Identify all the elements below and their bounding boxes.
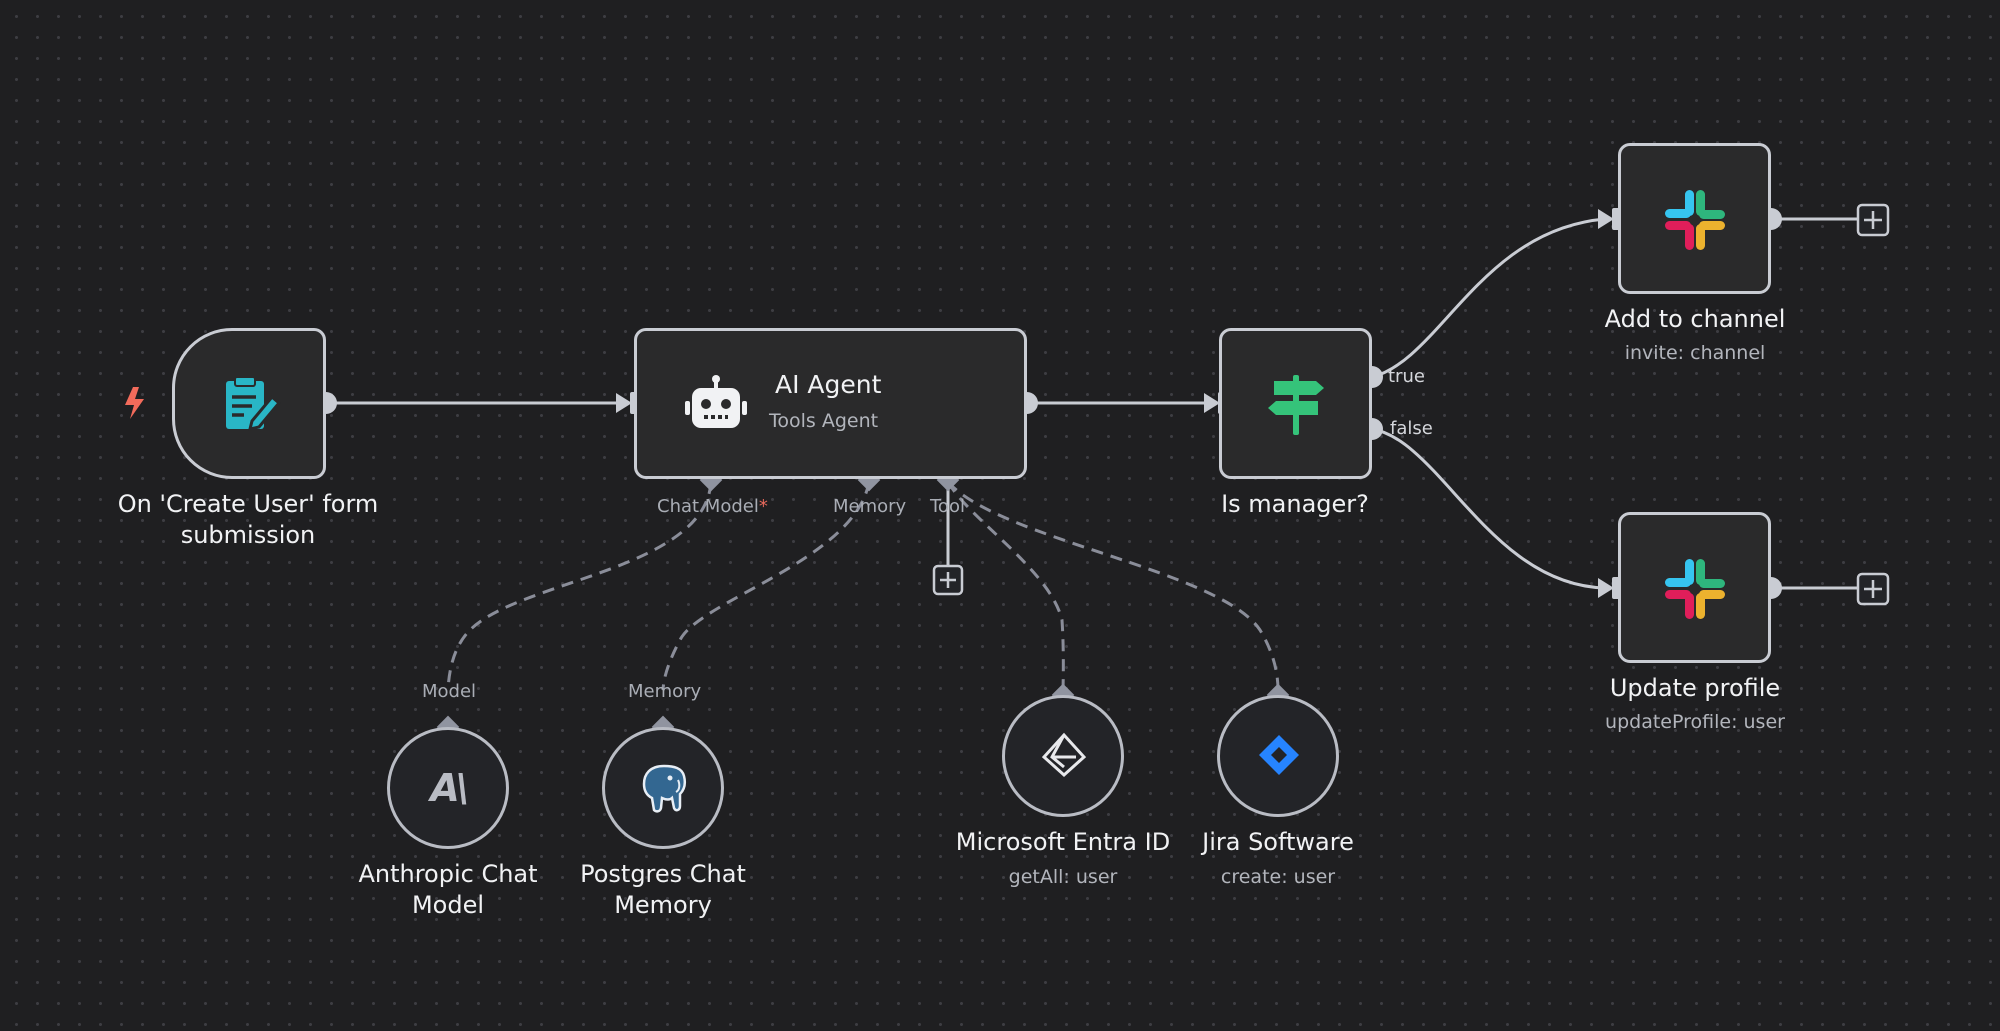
connection-true-add-channel[interactable] — [1371, 217, 1606, 379]
node-title-ai-agent: AI Agent — [775, 370, 882, 399]
anthropic-icon: A\ — [430, 766, 469, 810]
arrow-head — [1598, 578, 1614, 598]
add-node-button-channel[interactable] — [1856, 203, 1890, 237]
node-subtitle-jira: create: user — [1220, 866, 1336, 888]
port-label-memory: Memory — [833, 496, 907, 517]
label-line: Anthropic Chat — [358, 860, 538, 888]
robot-icon — [685, 375, 747, 428]
node-add-to-channel[interactable] — [1618, 143, 1771, 294]
postgres-elephant-icon — [642, 764, 687, 813]
label-line: Memory — [614, 891, 712, 919]
arrow-head — [1598, 209, 1614, 229]
node-label-form-trigger: On 'Create User' form submission — [118, 489, 379, 551]
plus-icon — [1864, 211, 1882, 229]
label-line: Model — [411, 891, 485, 919]
add-node-button-profile[interactable] — [1856, 572, 1890, 606]
node-label-add-to-channel: Add to channel — [1604, 305, 1786, 333]
node-label-postgres: Postgres Chat Memory — [580, 859, 746, 921]
add-node-button-tool[interactable] — [932, 564, 964, 596]
node-label-jira: Jira Software — [1202, 828, 1354, 856]
port-label-tool: Tool — [930, 496, 965, 517]
port-label-text: Chat Model — [657, 496, 759, 517]
label-line: submission — [180, 521, 316, 549]
node-subtitle-ai-agent: Tools Agent — [769, 410, 879, 432]
slack-icon — [1665, 190, 1725, 250]
port-label-memory-sub: Memory — [628, 681, 702, 702]
node-form-trigger[interactable] — [172, 328, 326, 479]
signpost-icon — [1268, 375, 1324, 435]
node-postgres-chat-memory[interactable] — [602, 727, 724, 849]
jira-icon — [1259, 735, 1299, 775]
plus-icon — [1864, 580, 1882, 598]
slack-icon — [1665, 559, 1725, 619]
port-label-model: Model — [422, 681, 477, 702]
node-microsoft-entra-id[interactable] — [1002, 695, 1124, 817]
node-update-profile[interactable] — [1618, 512, 1771, 663]
label-line: On 'Create User' form — [117, 490, 379, 518]
node-label-entra: Microsoft Entra ID — [955, 828, 1171, 856]
entra-icon — [1041, 732, 1087, 778]
port-label-chat-model: Chat Model* — [657, 496, 768, 517]
node-ai-agent[interactable] — [634, 328, 1027, 479]
node-anthropic-chat-model[interactable]: A\ — [387, 727, 509, 849]
connection-false-update-profile[interactable] — [1371, 427, 1606, 590]
ai-connection-memory[interactable] — [661, 481, 871, 691]
ai-connection-tool-entra[interactable] — [946, 481, 1065, 691]
node-label-anthropic: Anthropic Chat Model — [358, 859, 537, 921]
label-line: Postgres Chat — [580, 860, 746, 888]
node-subtitle-add-to-channel: invite: channel — [1624, 342, 1766, 364]
output-label-true: true — [1388, 366, 1425, 387]
node-is-manager[interactable] — [1219, 328, 1372, 479]
required-marker: * — [758, 496, 768, 517]
arrow-head — [1204, 393, 1220, 413]
node-subtitle-entra: getAll: user — [1008, 866, 1118, 888]
plus-icon — [940, 572, 956, 588]
node-subtitle-update-profile: updateProfile: user — [1605, 711, 1785, 733]
node-label-is-manager: Is manager? — [1221, 490, 1369, 518]
ai-connection-model[interactable] — [446, 481, 713, 691]
node-jira-software[interactable] — [1217, 695, 1339, 817]
arrow-head — [616, 393, 632, 413]
form-icon — [226, 376, 282, 431]
node-label-update-profile: Update profile — [1609, 674, 1781, 702]
ai-connection-tool-jira[interactable] — [946, 480, 1280, 691]
lightning-icon — [125, 387, 144, 419]
output-label-false: false — [1390, 418, 1433, 439]
